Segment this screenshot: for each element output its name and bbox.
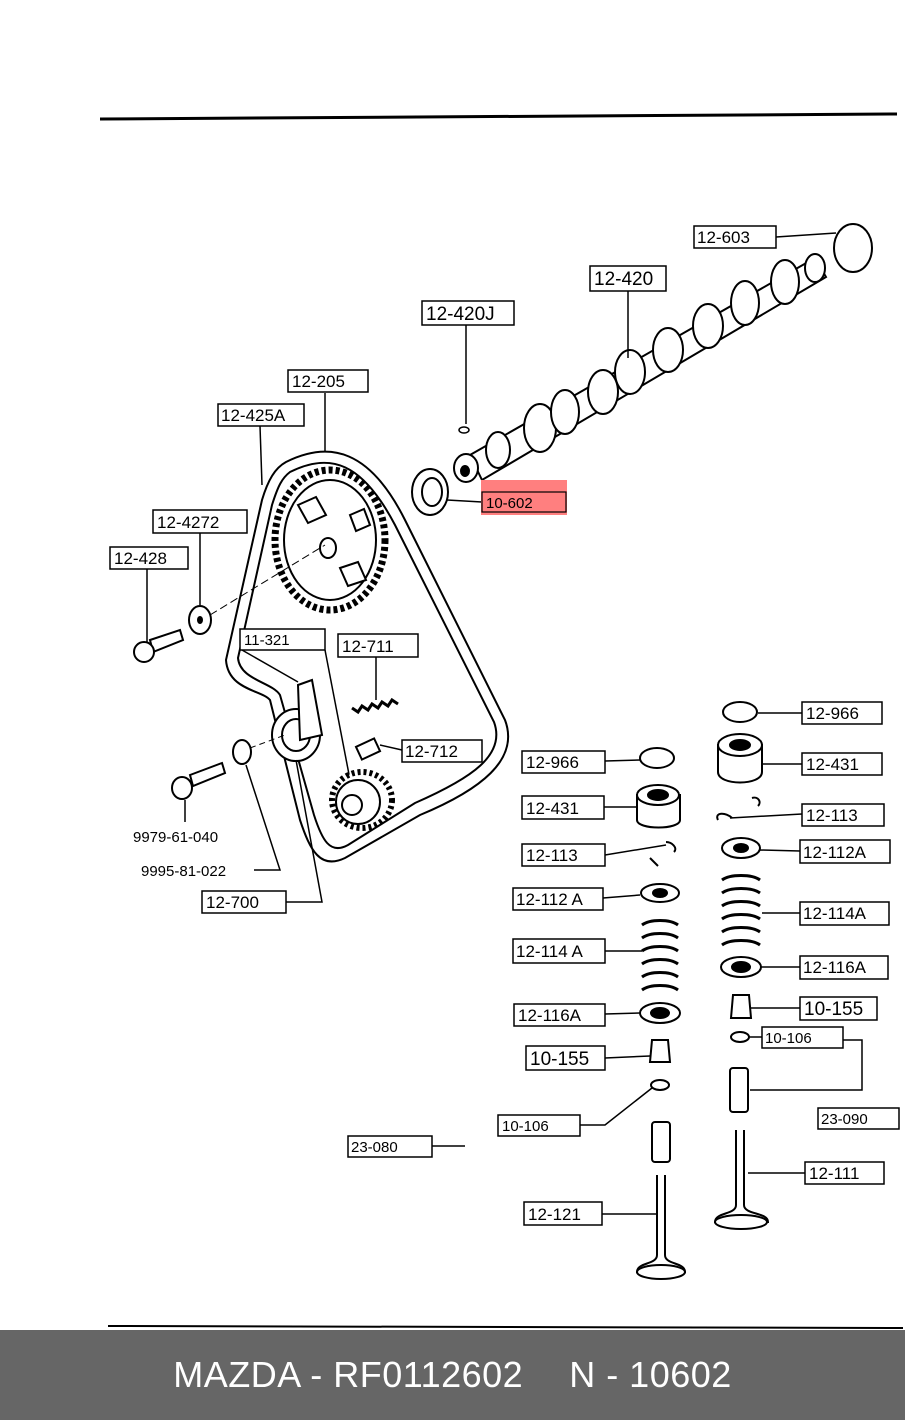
label-12-700: 12-700 <box>206 893 259 912</box>
leader-12-712 <box>379 744 403 751</box>
label-9979-61-040: 9979-61-040 <box>133 829 218 846</box>
leader-12-700 <box>286 759 323 903</box>
spacer-12-712 <box>354 737 382 761</box>
parts-diagram: 12-603 12-420 12-420J 12-205 12-425A 10-… <box>99 112 904 1329</box>
key-pin <box>458 426 470 434</box>
leader-9995 <box>245 764 282 871</box>
label-12-603: 12-603 <box>697 228 750 247</box>
oil-seal <box>411 468 449 516</box>
label-12-420: 12-420 <box>594 269 653 290</box>
label-10-155-right: 10-155 <box>804 999 863 1020</box>
crank-pulley <box>329 769 395 831</box>
cam-pulley <box>271 466 389 614</box>
label-12-121: 12-121 <box>528 1205 581 1224</box>
leader-10-155-l <box>604 1055 651 1059</box>
bolt-9979 <box>171 761 227 800</box>
label-23-080: 23-080 <box>351 1139 398 1156</box>
label-12-711: 12-711 <box>342 637 394 656</box>
leader-12-112A-r <box>759 849 801 852</box>
label-12-420J: 12-420J <box>426 304 495 325</box>
leader-12-116A-l <box>604 1012 641 1015</box>
label-12-428: 12-428 <box>114 549 167 568</box>
label-12-114A-right: 12-114A <box>803 904 867 923</box>
plug-cap <box>833 223 873 273</box>
leader-10-106-l <box>580 1087 653 1126</box>
bolt-12-428 <box>133 628 185 663</box>
camshaft <box>453 253 828 483</box>
leader-12-113-r <box>729 813 803 819</box>
label-12-966-right: 12-966 <box>806 704 859 723</box>
label-12-4272: 12-4272 <box>157 513 219 532</box>
label-12-112A-right: 12-112A <box>803 843 867 862</box>
bottom-rule <box>107 1325 904 1329</box>
label-12-431-right: 12-431 <box>806 755 859 774</box>
leader-11-321-b <box>324 649 353 791</box>
center-line-cam <box>209 544 326 616</box>
label-10-106-right: 10-106 <box>765 1030 812 1047</box>
label-12-205: 12-205 <box>292 372 345 391</box>
label-11-321: 11-321 <box>244 632 290 649</box>
label-12-112A-left: 12-112 A <box>516 890 583 909</box>
label-10-106-left: 10-106 <box>502 1118 549 1135</box>
keeper-right <box>716 796 761 821</box>
label-12-966-left: 12-966 <box>526 753 579 772</box>
label-23-090: 23-090 <box>821 1111 868 1128</box>
highlight-box-10-602 <box>481 480 567 515</box>
part-info: MAZDA - RF0112602 <box>173 1354 524 1395</box>
ref-info: N - 10602 <box>569 1354 732 1395</box>
left-valve-stack <box>635 747 687 1280</box>
label-12-116A-right: 12-116A <box>803 958 867 977</box>
label-12-111: 12-111 <box>809 1164 859 1183</box>
leader-12-603 <box>775 232 837 238</box>
label-12-113-right: 12-113 <box>806 806 858 825</box>
leader-12-112A-l <box>602 894 641 899</box>
leader-10-602 <box>446 499 483 503</box>
part-number-footer: MAZDA - RF0112602 N - 10602 <box>0 1330 905 1420</box>
label-12-431-left: 12-431 <box>526 799 579 818</box>
tensioner <box>271 678 324 762</box>
label-10-602: 10-602 <box>486 495 533 512</box>
keeper-left <box>649 841 677 867</box>
washer-9995 <box>232 739 252 765</box>
label-12-114A-left: 12-114 A <box>516 942 583 961</box>
leader-12-425A <box>259 425 263 486</box>
label-12-116A-left: 12-116A <box>518 1006 582 1025</box>
label-12-425A: 12-425A <box>221 406 286 425</box>
leader-12-113-l <box>604 844 667 856</box>
label-9995-81-022: 9995-81-022 <box>141 863 226 880</box>
top-rule <box>99 112 898 121</box>
tensioner-spring <box>351 697 399 715</box>
leader-12-966-l <box>604 759 641 762</box>
label-12-113-left: 12-113 <box>526 846 578 865</box>
leader-11-321 <box>241 649 299 683</box>
label-10-155-left: 10-155 <box>530 1049 589 1070</box>
label-12-712: 12-712 <box>405 742 458 761</box>
bracket-23-090 <box>750 1039 863 1091</box>
right-valve-stack <box>713 701 770 1230</box>
center-line-tensioner <box>249 734 286 749</box>
